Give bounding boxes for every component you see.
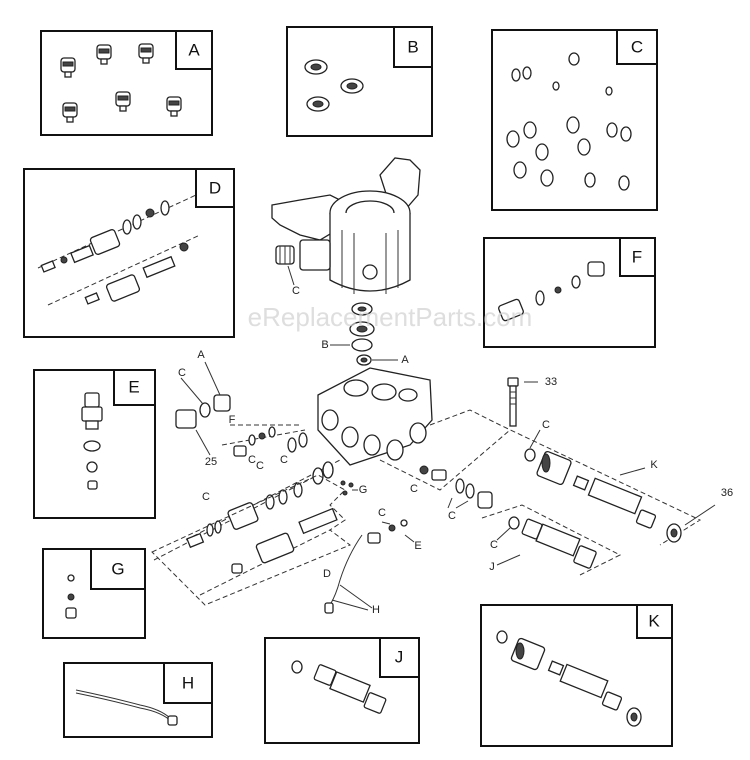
callout-c-mid2: C bbox=[448, 510, 456, 522]
callout-c-d2: C bbox=[256, 460, 264, 472]
callout-g: G bbox=[359, 484, 368, 496]
callout-h: H bbox=[372, 604, 380, 616]
filter-cap-part bbox=[275, 245, 295, 286]
kit-label-k: K bbox=[648, 612, 660, 631]
inlet-check-chain bbox=[379, 429, 511, 509]
kit-label-g: G bbox=[111, 560, 124, 579]
callout-c-head: C bbox=[292, 285, 300, 297]
kit-label-j: J bbox=[395, 648, 404, 667]
unloader-d-chain bbox=[153, 459, 341, 596]
pump-manifold bbox=[317, 367, 433, 466]
callout-c-k: C bbox=[542, 419, 550, 431]
kit-k-parts bbox=[496, 630, 642, 727]
kit-label-h: H bbox=[182, 674, 194, 693]
callout-c-j: C bbox=[490, 539, 498, 551]
j-assembly bbox=[481, 504, 622, 576]
callout-f: F bbox=[229, 414, 236, 426]
callout-a-top: A bbox=[197, 349, 205, 361]
callout-c-e: C bbox=[378, 507, 386, 519]
kit-e-parts bbox=[81, 392, 103, 490]
kit-box-a: A bbox=[40, 30, 213, 136]
e-parts bbox=[367, 519, 415, 544]
kit-j-parts bbox=[291, 660, 387, 714]
bolt-33 bbox=[507, 377, 538, 427]
kit-c-orings bbox=[506, 52, 632, 191]
kit-d-valve-parts bbox=[37, 194, 201, 306]
seal-stack bbox=[330, 302, 398, 366]
callout-c-d1: C bbox=[202, 491, 210, 503]
callout-a-mid: A bbox=[401, 354, 409, 366]
kit-box-k: K bbox=[480, 604, 673, 747]
kit-a-plugs bbox=[60, 43, 182, 123]
section-outline bbox=[151, 474, 352, 606]
kit-g-parts bbox=[65, 574, 77, 619]
kit-label-c: C bbox=[631, 38, 643, 57]
kit-box-b: B bbox=[286, 26, 433, 137]
kit-label-f: F bbox=[632, 248, 642, 267]
kit-box-d: D bbox=[23, 168, 235, 338]
callout-c-left: C bbox=[178, 367, 186, 379]
callout-c-f2: C bbox=[280, 454, 288, 466]
kit-f-parts bbox=[498, 261, 605, 322]
callout-c-mid: C bbox=[410, 483, 418, 495]
callout-36: 36 bbox=[721, 487, 733, 499]
kit-box-j: J bbox=[264, 637, 420, 744]
kit-b-seals bbox=[304, 59, 364, 112]
k-assembly bbox=[429, 409, 716, 546]
kit-h-tube bbox=[75, 689, 178, 726]
kit-box-h: H bbox=[63, 662, 213, 738]
pump-housing bbox=[271, 157, 421, 294]
g-small-parts bbox=[340, 480, 358, 496]
kit-box-c: C bbox=[491, 29, 658, 211]
callout-k: K bbox=[650, 459, 658, 471]
outlet-plug-part bbox=[175, 361, 231, 456]
kit-label-d: D bbox=[209, 179, 221, 198]
unloader-f-chain bbox=[221, 424, 308, 457]
callout-33: 33 bbox=[545, 376, 557, 388]
callout-25: 25 bbox=[205, 456, 217, 468]
watermark-text: eReplacementParts.com bbox=[248, 302, 533, 332]
callout-j: J bbox=[489, 561, 495, 573]
kit-label-b: B bbox=[407, 38, 418, 57]
kit-box-g: G bbox=[42, 548, 146, 639]
kit-label-e: E bbox=[128, 378, 139, 397]
kit-label-a: A bbox=[188, 41, 200, 60]
callout-e: E bbox=[414, 540, 421, 552]
h-tube bbox=[324, 534, 373, 614]
kit-box-f: F bbox=[483, 237, 656, 348]
callout-c-f: C bbox=[248, 454, 256, 466]
callout-b-mid: B bbox=[321, 339, 328, 351]
callout-d: D bbox=[323, 568, 331, 580]
kit-box-e: E bbox=[33, 369, 156, 519]
